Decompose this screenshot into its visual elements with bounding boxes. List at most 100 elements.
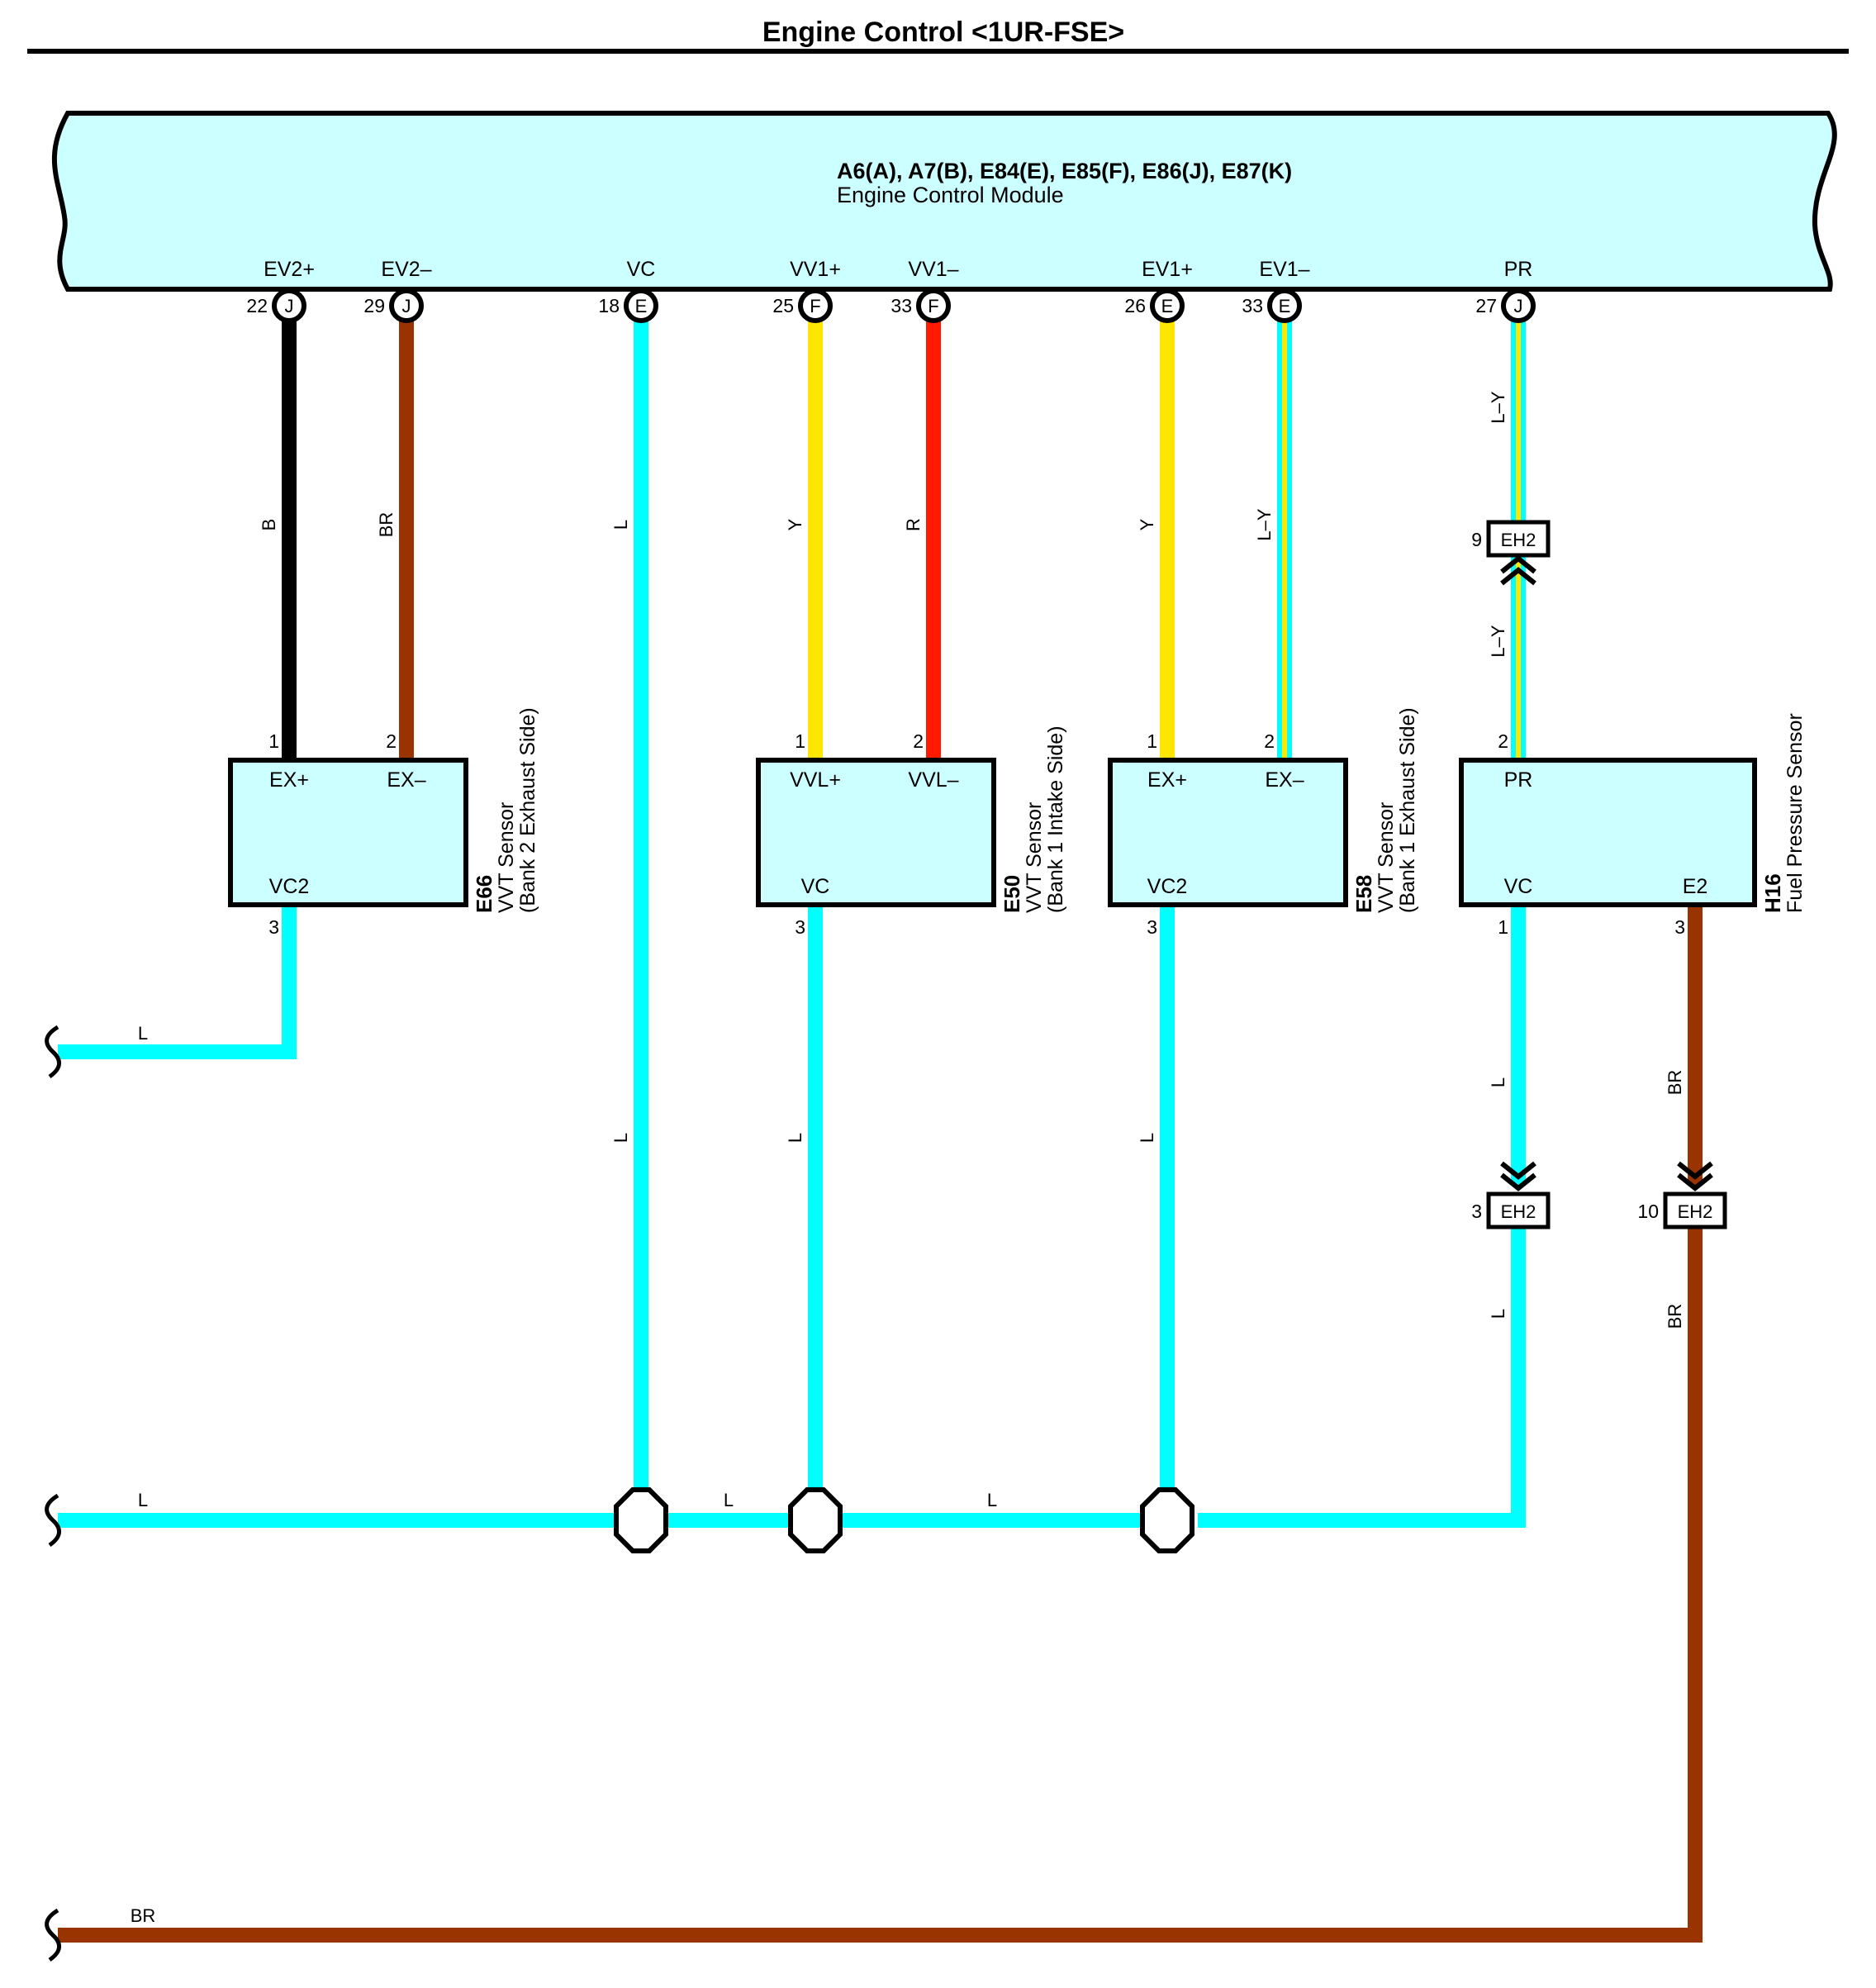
wire-pr-upper[interactable] — [1511, 306, 1526, 522]
component-name: VVT Sensor — [495, 802, 518, 913]
wire-break-icon — [45, 1908, 61, 1962]
connector-pin: 10 — [1637, 1201, 1659, 1222]
connector-name: EH2 — [1501, 530, 1536, 550]
component-desc: (Bank 1 Intake Side) — [1044, 725, 1067, 913]
wire-label-ground-bottom: BR — [131, 1905, 156, 1926]
pin-number: 29 — [363, 295, 385, 316]
pin-number: 2 — [1498, 730, 1508, 752]
wire-label-bus-left: L — [138, 1490, 148, 1510]
ecm-body — [51, 111, 1837, 292]
pin-label: EV1– — [1259, 258, 1309, 281]
ecm-pin-vc[interactable]: VC 18 E — [598, 258, 658, 323]
wire-ev1-plus[interactable] — [1160, 306, 1175, 760]
ecm-module[interactable]: A6(A), A7(B), E84(E), E85(F), E86(J), E8… — [51, 111, 1837, 292]
pin-connector: E — [635, 296, 648, 316]
pin-label: E2 — [1683, 875, 1708, 898]
wire-e66-vc2[interactable] — [58, 905, 297, 1059]
ecm-pin-ev2-minus[interactable]: EV2– 29 J — [363, 258, 432, 323]
splice-point-icon[interactable] — [614, 1487, 668, 1553]
connector-name: EH2 — [1501, 1201, 1536, 1222]
connector-pin: 9 — [1471, 529, 1482, 550]
ecm-pin-vv1-plus[interactable]: VV1+ 25 F — [772, 258, 841, 323]
wire-label-y2: Y — [1137, 518, 1157, 530]
wire-label-bus-mid2: L — [987, 1490, 997, 1510]
junction-connector-eh2-10[interactable]: EH2 10 — [1637, 1161, 1727, 1229]
pin-label: EX+ — [1147, 768, 1187, 792]
wire-h16-e2-upper[interactable] — [1688, 905, 1703, 1186]
wire-vc[interactable] — [634, 306, 648, 1519]
pin-label: EX– — [387, 768, 425, 792]
junction-connector-eh2-9[interactable]: EH2 9 — [1471, 520, 1551, 586]
wire-vv1-minus[interactable] — [926, 306, 941, 760]
ecm-connectors: A6(A), A7(B), E84(E), E85(F), E86(J), E8… — [837, 159, 1292, 183]
wire-label-e50-vc: L — [785, 1133, 805, 1143]
pin-number: 33 — [891, 295, 912, 316]
wire-vv1-plus[interactable] — [808, 306, 823, 760]
pin-label: VC — [627, 258, 656, 281]
wire-h16-vc-lower[interactable] — [1198, 1227, 1526, 1528]
wire-ev2-plus[interactable] — [282, 306, 297, 760]
splice-point-icon[interactable] — [1140, 1487, 1194, 1553]
splice-point-icon[interactable] — [788, 1487, 843, 1553]
component-box — [1108, 758, 1348, 907]
wire-ev2-minus[interactable] — [399, 306, 414, 760]
component-name: VVT Sensor — [1023, 802, 1046, 913]
wire-label-ly-pr-lower: L–Y — [1488, 625, 1508, 657]
pin-terminal-icon — [389, 288, 424, 323]
component-id: E58 — [1351, 875, 1376, 913]
pin-number: 25 — [772, 295, 794, 316]
component-e66[interactable]: 1 2 EX+ EX– VC2 3 E66 VVT Sensor (Bank 2… — [228, 707, 539, 938]
pin-number: 22 — [246, 295, 268, 316]
wire-pr-lower[interactable] — [1511, 555, 1526, 760]
ecm-pin-vv1-minus[interactable]: VV1– 33 F — [891, 258, 959, 323]
component-h16[interactable]: 2 PR VC E2 1 3 H16 Fuel Pressure Sensor — [1459, 713, 1807, 938]
pin-connector: J — [1514, 296, 1523, 316]
wire-e50-vc[interactable] — [808, 905, 823, 1519]
junction-connector-eh2-3[interactable]: EH2 3 — [1471, 1161, 1551, 1229]
pin-label: VC2 — [269, 875, 310, 898]
wire-bus-mid2[interactable] — [841, 1513, 1143, 1528]
pin-label: PR — [1504, 258, 1533, 281]
pin-label: EX– — [1265, 768, 1304, 792]
pin-connector: J — [285, 296, 294, 316]
wire-label-ly-pr-upper: L–Y — [1488, 391, 1508, 423]
ecm-pin-ev1-plus[interactable]: EV1+ 26 E — [1124, 258, 1193, 323]
pin-terminal-icon — [624, 288, 658, 323]
pin-terminal-icon — [1267, 288, 1302, 323]
ecm-pin-ev1-minus[interactable]: EV1– 33 E — [1242, 258, 1310, 323]
wire-h16-vc-upper[interactable] — [1511, 905, 1526, 1186]
wire-bus-mid1[interactable] — [666, 1513, 791, 1528]
wire-e58-vc2[interactable] — [1160, 905, 1175, 1519]
pin-terminal-icon — [1501, 288, 1536, 323]
pin-number: 1 — [268, 730, 279, 752]
wire-ground-bottom[interactable] — [58, 1227, 1703, 1943]
ecm-pin-ev2-plus[interactable]: EV2+ 22 J — [246, 258, 315, 323]
wire-ev1-minus[interactable] — [1277, 306, 1292, 760]
ecm-pins: EV2+ 22 J EV2– 29 J VC 18 E VV1+ 25 F VV… — [246, 258, 1536, 323]
connector-pin: 3 — [1471, 1201, 1482, 1222]
wire-label-bus-mid1: L — [724, 1490, 734, 1510]
wire-bus-left[interactable] — [58, 1513, 616, 1528]
wire-label-ecm-vc-lower: L — [610, 1133, 631, 1143]
ecm-pin-pr[interactable]: PR 27 J — [1475, 258, 1536, 323]
component-id: H16 — [1760, 873, 1785, 913]
wire-label-h16-e2-upper: BR — [1665, 1070, 1685, 1096]
wire-label-h16-vc-upper: L — [1488, 1077, 1508, 1087]
component-e50[interactable]: 1 2 VVL+ VVL– VC 3 E50 VVT Sensor (Bank … — [756, 725, 1067, 938]
wire-label-ly: L–Y — [1254, 508, 1275, 540]
pin-number: 1 — [1147, 730, 1157, 752]
pin-connector: E — [1161, 296, 1174, 316]
ecm-name: Engine Control Module — [837, 183, 1064, 207]
component-e58[interactable]: 1 2 EX+ EX– VC2 3 E58 VVT Sensor (Bank 1… — [1108, 707, 1419, 938]
pin-label: VV1+ — [790, 258, 841, 281]
wire-label-y: Y — [785, 518, 805, 530]
pin-number: 18 — [598, 295, 620, 316]
connector-box — [1663, 1191, 1727, 1229]
component-name: Fuel Pressure Sensor — [1783, 713, 1807, 913]
pin-number: 2 — [386, 730, 397, 752]
pin-label: VVL– — [908, 768, 958, 792]
connector-name: EH2 — [1678, 1201, 1713, 1222]
component-box — [228, 758, 468, 907]
pin-number: 3 — [795, 916, 805, 938]
wire-label-h16-e2-lower: BR — [1665, 1304, 1685, 1329]
